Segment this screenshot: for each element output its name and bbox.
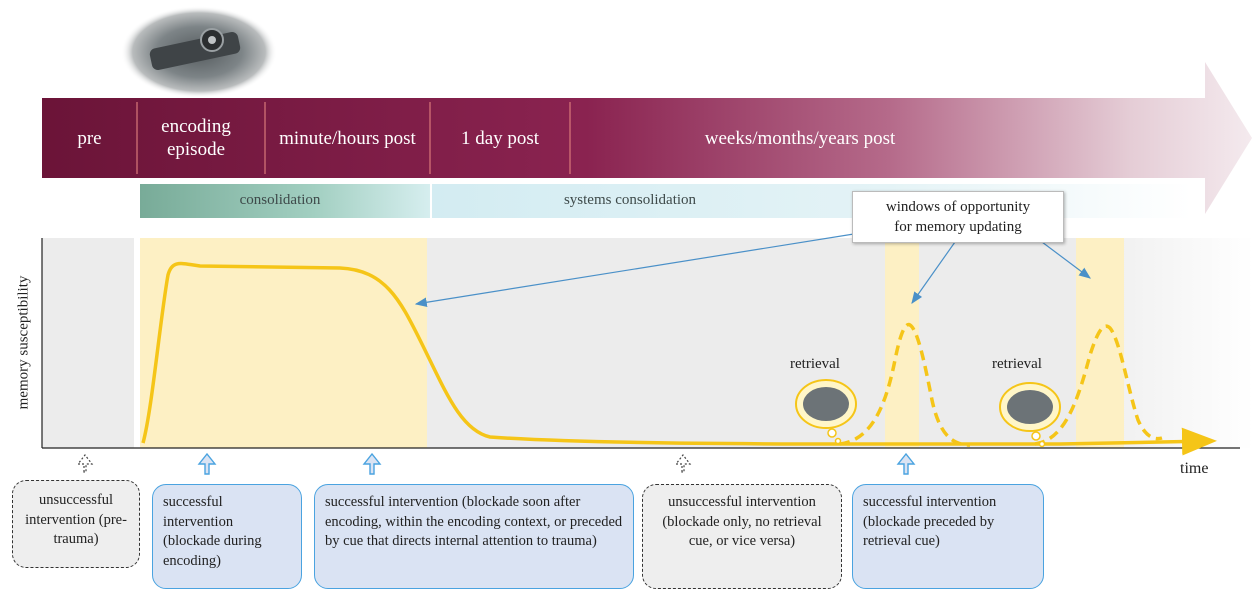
phase-one-day: 1 day post: [460, 127, 540, 149]
retrieval-bubble-2: [999, 382, 1061, 448]
windows-of-opportunity-callout: windows of opportunity for memory updati…: [852, 191, 1064, 243]
box-successful-post-encoding: successful intervention (blockade soon a…: [314, 484, 634, 589]
retrieval-peak-2: [1034, 324, 1163, 446]
consolidation-label: consolidation: [239, 192, 321, 208]
y-axis-label: memory susceptibility: [15, 275, 32, 410]
phase-minutes: minute/hours post: [279, 127, 416, 149]
window-retrieval-1: [885, 238, 919, 448]
crash-photo: [121, 6, 277, 98]
box-successful-retrieval-cue: successful intervention (blockade preced…: [852, 484, 1044, 589]
callout-line-1: windows of opportunity: [885, 199, 1031, 215]
retrieval-label-2: retrieval: [992, 356, 1042, 372]
susceptibility-curve: [141, 261, 1217, 456]
phase-encoding: encoding episode: [161, 116, 231, 160]
retrieval-bubble-1: [795, 379, 857, 445]
retrieval-label-1: retrieval: [790, 356, 840, 372]
retrieval-peak-1: [839, 322, 971, 447]
box-unsuccessful-pre: unsuccessful intervention (pre-trauma): [12, 480, 140, 568]
window-encoding: [140, 238, 427, 448]
pre-window-divider: [134, 238, 140, 448]
arrow-encoding: [197, 452, 217, 475]
arrow-blockade-only: [674, 454, 692, 473]
callout-arrows: [414, 232, 1091, 308]
phase-pre: pre: [77, 127, 102, 149]
callout-line-2: for memory updating: [894, 219, 1022, 235]
timeline-arrow: [42, 62, 1252, 214]
box-unsuccessful-no-cue: unsuccessful intervention (blockade only…: [642, 484, 842, 589]
intervention-arrows: [76, 452, 916, 475]
arrow-retrieval-cue: [896, 452, 916, 475]
arrow-pre: [76, 454, 94, 473]
consolidation-band: [140, 184, 430, 218]
arrow-minutes: [362, 452, 382, 475]
box-successful-encoding: successful intervention (blockade during…: [152, 484, 302, 589]
phase-weeks: weeks/months/years post: [704, 127, 896, 149]
x-axis-label: time: [1180, 460, 1209, 477]
systems-consolidation-band: [432, 184, 1192, 218]
systems-consolidation-label: systems consolidation: [563, 192, 697, 208]
phase-dividers: [136, 102, 571, 174]
